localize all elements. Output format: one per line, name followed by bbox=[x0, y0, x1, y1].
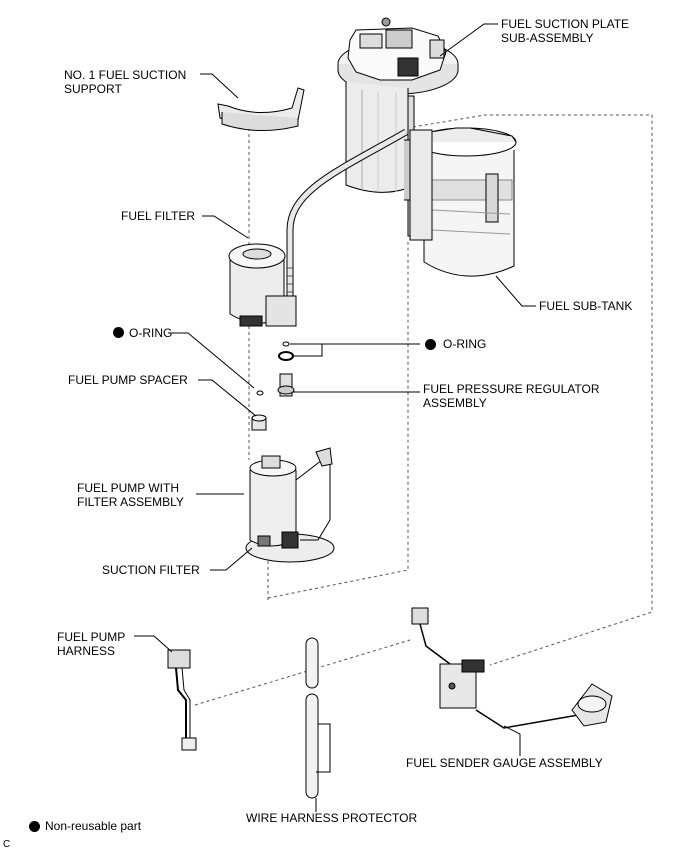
non-reusable-dot-icon bbox=[425, 339, 436, 350]
label-fuel-suction-plate: FUEL SUCTION PLATE SUB-ASSEMBLY bbox=[501, 17, 630, 45]
fuel-sub-tank-part bbox=[409, 127, 517, 277]
label-no1-fuel-suction-support: NO. 1 FUEL SUCTION SUPPORT bbox=[64, 68, 187, 96]
label-fuel-pressure-regulator: FUEL PRESSURE REGULATOR ASSEMBLY bbox=[423, 382, 600, 410]
fuel-pump-harness-part bbox=[167, 649, 197, 751]
fuel-pump-part bbox=[245, 447, 335, 563]
o-rings-and-regulator bbox=[251, 341, 295, 431]
leader-lines bbox=[134, 23, 536, 812]
label-fuel-sub-tank: FUEL SUB-TANK bbox=[539, 299, 633, 313]
label-o-ring-right: O-RING bbox=[443, 337, 487, 351]
label-suction-filter: SUCTION FILTER bbox=[102, 563, 200, 577]
label-fuel-pump-harness: FUEL PUMP HARNESS bbox=[57, 630, 126, 658]
label-wire-harness-protector: WIRE HARNESS PROTECTOR bbox=[246, 811, 418, 825]
label-fuel-pump-spacer: FUEL PUMP SPACER bbox=[68, 373, 188, 387]
fuel-filter-part bbox=[228, 243, 297, 327]
fuel-suction-support-part bbox=[217, 87, 305, 132]
assembly-dashed-lines bbox=[194, 114, 653, 706]
label-fuel-pump-with-filter: FUEL PUMP WITH FILTER ASSEMBLY bbox=[77, 481, 184, 509]
label-o-ring-left: O-RING bbox=[129, 326, 173, 340]
wire-harness-protector-part bbox=[305, 637, 319, 799]
fuel-hose bbox=[286, 128, 408, 302]
non-reusable-dot-icon bbox=[113, 327, 124, 338]
legend-non-reusable: Non-reusable part bbox=[45, 819, 142, 833]
fuel-sender-gauge-part bbox=[411, 607, 613, 729]
label-fuel-filter: FUEL FILTER bbox=[121, 209, 196, 223]
label-fuel-sender-gauge: FUEL SENDER GAUGE ASSEMBLY bbox=[406, 756, 603, 770]
corner-code: C bbox=[3, 839, 11, 850]
legend-dot-icon bbox=[29, 821, 40, 832]
fuel-suction-plate-part bbox=[337, 17, 459, 237]
